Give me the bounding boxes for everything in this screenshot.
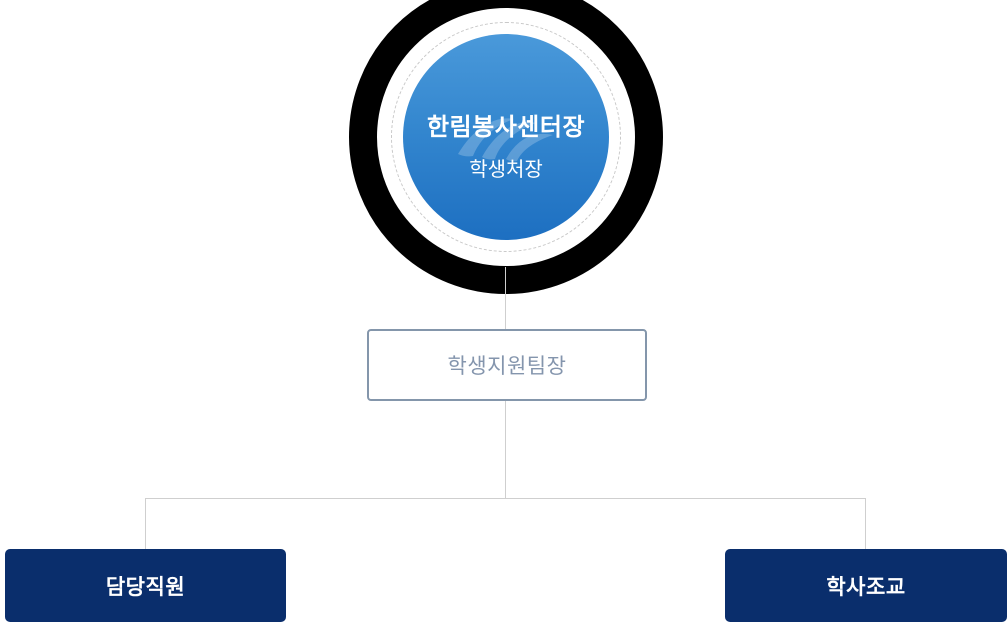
connector-right-branch	[865, 498, 866, 549]
leaf-node-staff-label: 담당직원	[105, 574, 186, 599]
connector-horizontal	[145, 498, 866, 499]
leaf-node-assistant-label: 학사조교	[826, 574, 906, 599]
middle-node-label: 학생지원팀장	[447, 354, 567, 378]
connector-root-to-middle	[505, 267, 506, 329]
root-node: 한림봉사센터장 학생처장	[403, 34, 609, 240]
leaf-node-assistant: 학사조교	[725, 549, 1007, 622]
root-node-subtitle: 학생처장	[469, 156, 543, 181]
middle-node: 학생지원팀장	[367, 329, 647, 401]
root-node-dashed-ring	[391, 22, 621, 252]
leaf-node-staff: 담당직원	[5, 549, 286, 622]
root-node-title: 한림봉사센터장	[426, 112, 586, 141]
connector-left-branch	[145, 498, 146, 549]
connector-middle-down	[505, 401, 506, 498]
